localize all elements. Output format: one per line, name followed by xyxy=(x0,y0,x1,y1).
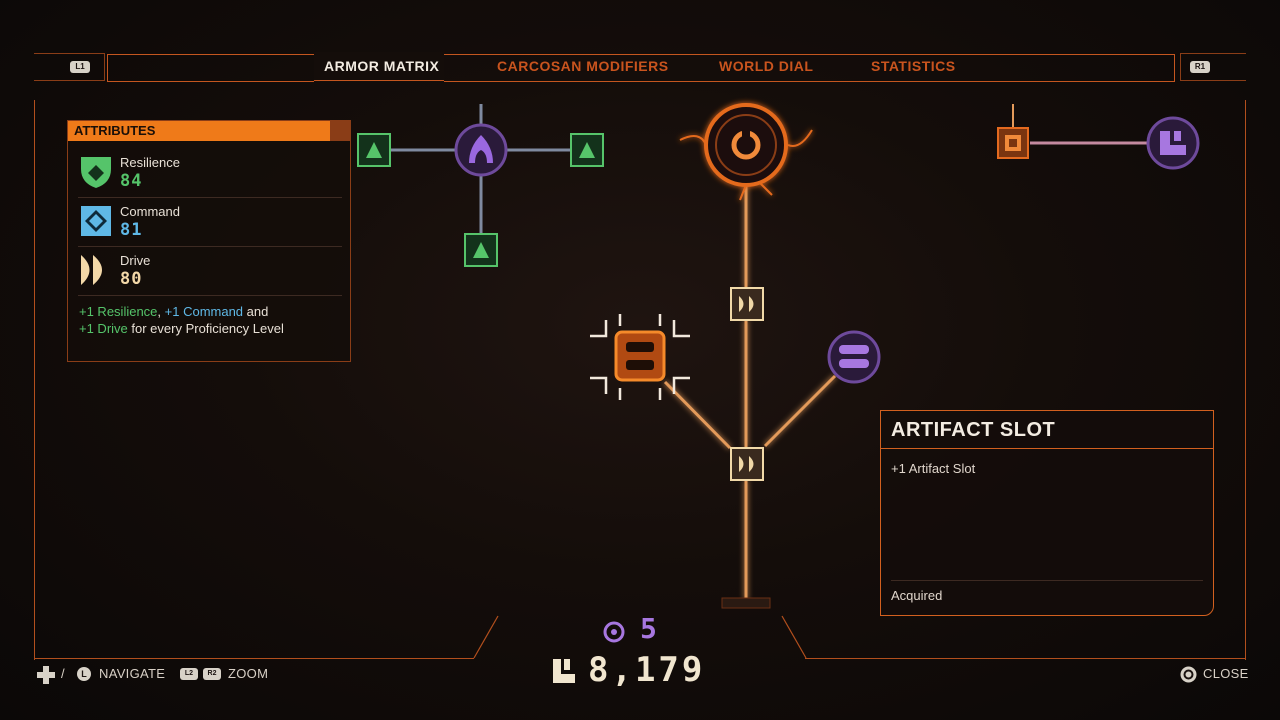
resilience-node-bottom[interactable] xyxy=(464,233,498,267)
navigate-separator: / xyxy=(61,666,65,681)
primary-currency-value: 8,179 xyxy=(588,650,706,690)
tab-world-dial[interactable]: WORLD DIAL xyxy=(719,58,814,74)
core-node[interactable] xyxy=(679,103,813,201)
drive-label: Drive xyxy=(120,253,151,268)
resilience-value: 84 xyxy=(120,171,143,191)
top-bar-right-cap xyxy=(1180,53,1181,81)
zoom-hint[interactable]: ZOOM xyxy=(228,666,269,681)
top-bar-left-line-2 xyxy=(34,80,104,81)
r2-button: R2 xyxy=(203,668,221,680)
l2-button: L2 xyxy=(180,668,198,680)
attribute-row-resilience: Resilience 84 xyxy=(78,149,342,198)
l1-button[interactable]: L1 xyxy=(70,61,90,73)
desc-drive: +1 Drive xyxy=(79,321,128,336)
tab-statistics[interactable]: STATISTICS xyxy=(871,58,956,74)
dpad-icon xyxy=(37,666,55,684)
drive-node-upper[interactable] xyxy=(730,287,764,321)
attribute-row-drive: Drive 80 xyxy=(78,247,342,296)
navigate-hint[interactable]: NAVIGATE xyxy=(99,666,166,681)
attributes-title: ATTRIBUTES xyxy=(68,121,330,141)
primary-currency-icon xyxy=(553,659,575,683)
artifact-node-purple[interactable] xyxy=(827,330,881,384)
bottom-frame-right-slope xyxy=(781,615,807,659)
node-info-title: ARTIFACT SLOT xyxy=(891,419,1056,441)
secondary-currency-value: 5 xyxy=(640,612,657,645)
bottom-frame-left xyxy=(34,658,474,659)
node-info-divider xyxy=(881,448,1213,449)
node-info-divider-bottom xyxy=(891,580,1203,581)
drive-node-lower[interactable] xyxy=(730,447,764,481)
main-trunk-links xyxy=(663,185,837,600)
modifier-node-orange[interactable] xyxy=(997,127,1029,159)
desc-command: +1 Command xyxy=(164,304,244,319)
flame-node[interactable] xyxy=(454,123,508,177)
drive-value: 80 xyxy=(120,269,143,289)
active-tab-underline xyxy=(314,80,444,81)
bottom-frame-left-slope xyxy=(473,615,499,659)
r1-button[interactable]: R1 xyxy=(1190,61,1210,73)
circle-button-icon xyxy=(1180,666,1197,683)
top-right-link xyxy=(1012,104,1148,145)
trunk-base xyxy=(721,597,771,609)
resilience-label: Resilience xyxy=(120,155,180,170)
green-cluster-links xyxy=(390,104,570,234)
frame-right-border xyxy=(1245,100,1246,660)
drive-icon xyxy=(81,255,102,285)
frame-left-border xyxy=(34,100,35,660)
node-info-panel: ARTIFACT SLOT +1 Artifact Slot Acquired xyxy=(880,410,1214,616)
attribute-row-command: Command 81 xyxy=(78,198,342,247)
tab-armor-matrix[interactable]: ARMOR MATRIX xyxy=(324,58,440,74)
node-info-status: Acquired xyxy=(891,588,943,603)
resilience-icon xyxy=(81,157,111,188)
tab-carcosan-modifiers[interactable]: CARCOSAN MODIFIERS xyxy=(497,58,669,74)
resilience-node-left[interactable] xyxy=(357,133,391,167)
desc-sep1: , xyxy=(157,304,165,319)
resilience-node-right[interactable] xyxy=(570,133,604,167)
top-bar-left-line xyxy=(34,53,104,54)
currency-node-purple[interactable] xyxy=(1146,116,1200,170)
top-bar-right-line-2 xyxy=(1180,80,1246,81)
tab-bar xyxy=(107,54,1175,82)
desc-sep2: and xyxy=(243,304,269,319)
secondary-currency-icon xyxy=(603,621,625,643)
left-stick-button: L xyxy=(77,667,91,681)
bottom-frame-right xyxy=(805,658,1246,659)
artifact-slot-node-selected[interactable] xyxy=(590,314,690,400)
active-tab-cutout xyxy=(314,52,444,82)
attributes-title-tail xyxy=(330,121,350,141)
desc-resilience: +1 Resilience xyxy=(79,304,158,319)
desc-rest: for every Proficiency Level xyxy=(127,321,284,336)
command-label: Command xyxy=(120,204,180,219)
attributes-panel: ATTRIBUTES Resilience 84 Command 81 Driv… xyxy=(67,120,351,362)
command-icon xyxy=(81,206,111,236)
top-bar-left-cap xyxy=(104,53,105,81)
top-bar-right-line xyxy=(1180,53,1246,54)
node-info-description: +1 Artifact Slot xyxy=(891,461,976,476)
attributes-description: +1 Resilience, +1 Command and +1 Drive fo… xyxy=(79,303,339,337)
command-value: 81 xyxy=(120,220,143,240)
close-hint[interactable]: CLOSE xyxy=(1203,666,1249,681)
